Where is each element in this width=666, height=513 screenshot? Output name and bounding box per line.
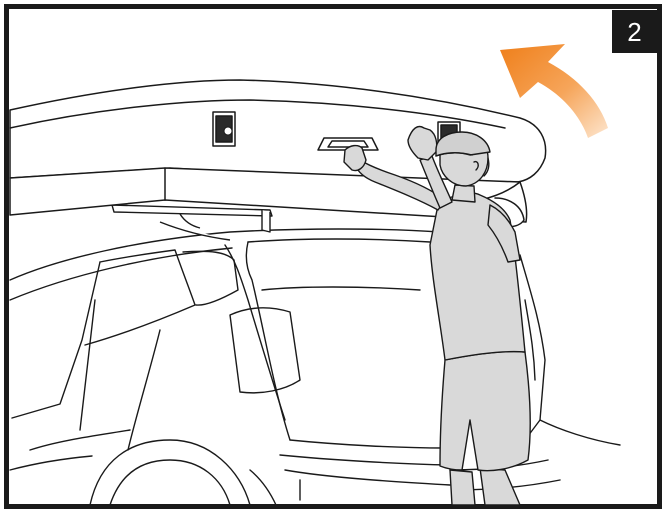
- roof-rack: [111, 204, 273, 241]
- step-number-badge: 2: [612, 10, 657, 53]
- car: [9, 228, 621, 506]
- person: [343, 125, 531, 506]
- panel-border: [4, 4, 662, 509]
- step-number: 2: [627, 16, 642, 47]
- curved-arrow-up-left-icon: [500, 44, 608, 138]
